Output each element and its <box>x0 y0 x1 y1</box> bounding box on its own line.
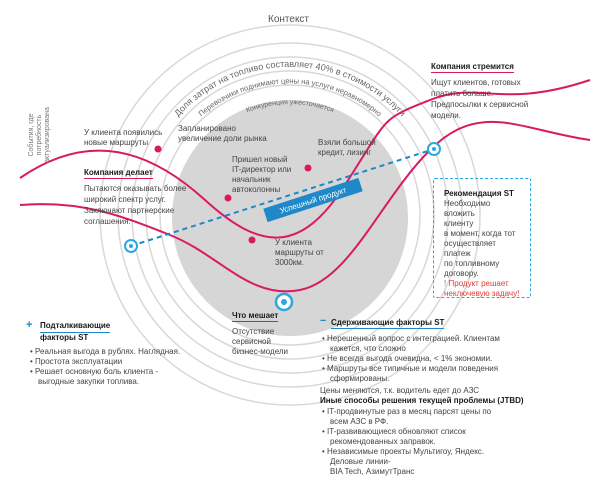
event-dot-director <box>224 194 232 202</box>
list-item: Не всегда выгода очевидна, < 1% экономии… <box>322 354 500 364</box>
plus-icon: + <box>26 319 33 331</box>
list-item-continued: выгодные закупки топлива. <box>38 377 140 386</box>
obstacle-node-core <box>281 299 287 305</box>
jtbd-list: IT-продвинутые раз в месяц парсят цены п… <box>322 407 491 477</box>
list-item: Решает основную боль клиента - <box>30 367 180 377</box>
list-item: IT-продвинутые раз в месяц парсят цены п… <box>322 407 491 417</box>
core-circle <box>172 100 408 336</box>
company-does-title: Компания делает <box>84 168 153 179</box>
restrain-factors-list: Нерешенный вопрос с интеграцией. Клиента… <box>322 334 500 384</box>
context-ring <box>145 70 435 360</box>
restrain-factors-title: Сдерживающие факторы ST <box>331 318 445 329</box>
push-factors-list: Реальная выгода в рублях. Наглядная. Про… <box>30 347 180 387</box>
list-item: Независимые проекты Мультигоу, Яндекс. <box>322 447 491 457</box>
event-dot-credit <box>304 164 312 172</box>
event-dot-new-routes <box>154 145 162 153</box>
context-ring-inner <box>159 84 421 346</box>
company-strives-title: Компания стремится <box>431 62 514 73</box>
recommendation-box: Рекомендация ST Необходимо вложить клиен… <box>433 178 531 298</box>
list-item-continued: кажется, что сложно <box>330 344 406 353</box>
list-item: Маршруты все типичные и модели поведения <box>322 364 500 374</box>
list-item-continued: BIA Tech, АзимутТранс <box>330 467 415 476</box>
list-item-continued: сформированы. <box>330 374 390 383</box>
journey-dashed-line <box>130 148 435 247</box>
minus-icon: − <box>320 315 327 327</box>
list-item: Реальная выгода в рублях. Наглядная. <box>30 347 180 357</box>
list-item-continued: рекомендованных заправок. <box>330 437 436 446</box>
list-item: Простота эксплуатации <box>30 357 180 367</box>
context-label: Контекст <box>268 14 310 25</box>
list-item-continued: всем АЗС в РФ. <box>330 417 389 426</box>
context-ring <box>131 56 449 374</box>
list-item-continued: Деловые линии- <box>330 457 391 466</box>
recommendation-title: Рекомендация ST <box>444 189 514 198</box>
jtbd-title: Иные способы решения текущей проблемы (J… <box>320 396 524 405</box>
end-node-core <box>432 147 436 151</box>
event-dot-routes-3000 <box>248 236 256 244</box>
journey-curve-lower <box>19 120 591 293</box>
list-item: Нерешенный вопрос с интеграцией. Клиента… <box>322 334 500 344</box>
restrain-factors-note: Цены меняются, т.к. водитель едет до АЗС <box>320 386 480 395</box>
context-ring-outer <box>99 24 481 406</box>
list-item: IT-развивающиеся обновляют список <box>322 427 491 437</box>
start-node-core <box>129 244 133 248</box>
obstacle-title: Что мешает <box>232 311 279 322</box>
